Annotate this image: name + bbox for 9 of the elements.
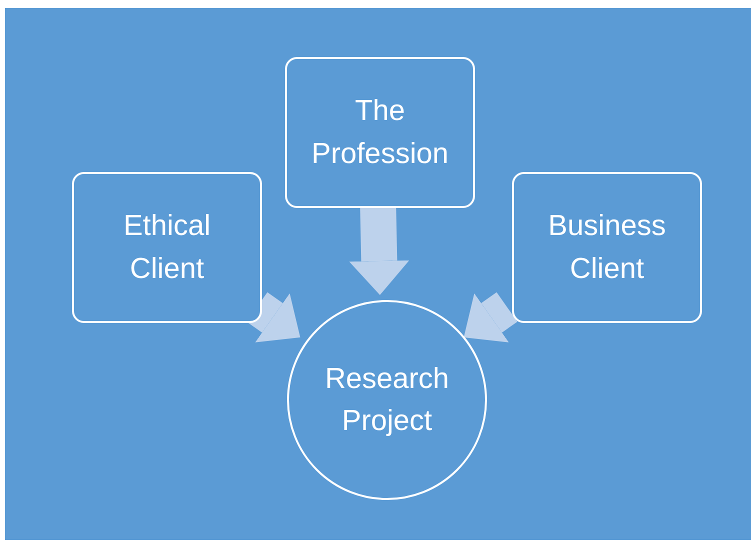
node-label: Ethical Client — [122, 209, 212, 286]
rounded-box — [72, 172, 262, 323]
block-arrow — [464, 292, 518, 342]
node-label: The Profession — [312, 94, 449, 172]
rounded-box — [285, 57, 475, 208]
block-arrow — [246, 292, 300, 342]
node-label: Research Project — [324, 362, 450, 439]
rounded-box — [512, 172, 702, 323]
node-label: Business Client — [547, 209, 667, 286]
